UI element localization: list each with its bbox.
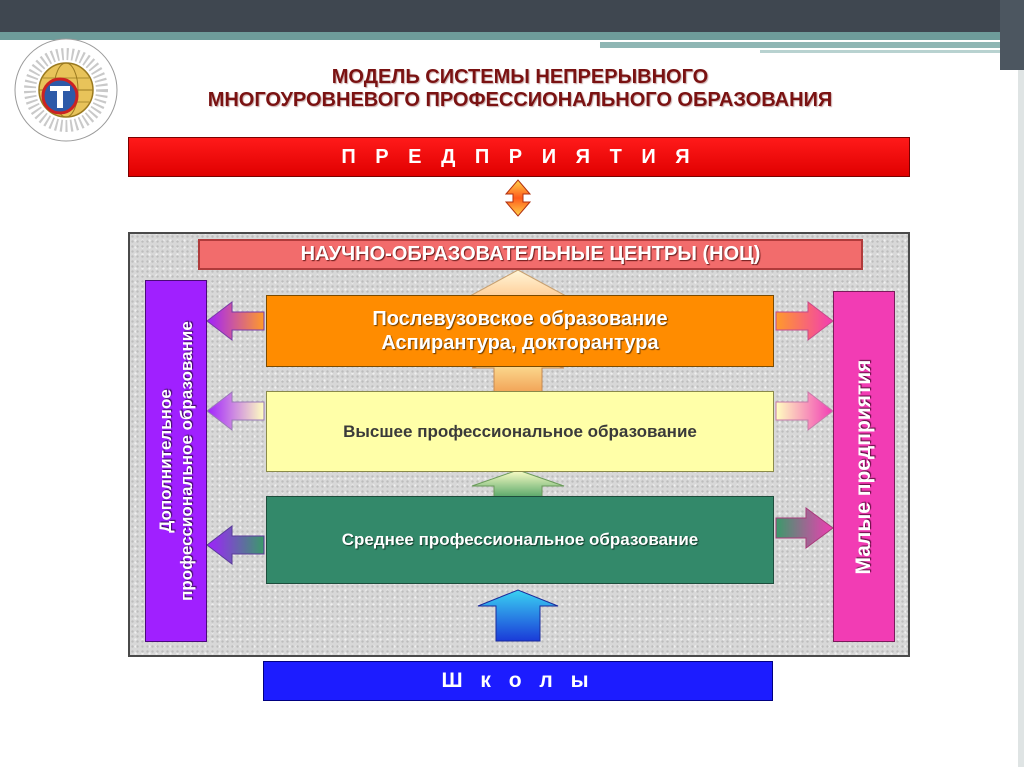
schools-block: Ш к о л ы (263, 661, 773, 701)
right-arrow-secondary (775, 507, 834, 549)
small-business-block: Малые предприятия (833, 291, 895, 642)
left-arrow-postgraduate (206, 300, 265, 342)
additional-education-line-1: Дополнительное (156, 389, 175, 533)
secondary-education-block: Среднее профессиональное образование (266, 496, 774, 584)
additional-education-block: Дополнительное профессиональное образова… (145, 280, 207, 642)
research-centers-block: НАУЧНО-ОБРАЗОВАТЕЛЬНЫЕ ЦЕНТРЫ (НОЦ) (198, 239, 863, 270)
top-decor-line (600, 42, 1024, 48)
up-arrow-from-schools (477, 589, 559, 642)
globe-logo-icon (14, 38, 118, 142)
small-business-label: Малые предприятия (852, 359, 875, 574)
postgraduate-line-1: Послевузовское образование (372, 308, 668, 330)
postgraduate-line-2: Аспирантура, докторантура (381, 332, 659, 354)
title-line-1: МОДЕЛЬ СИСТЕМЫ НЕПРЕРЫВНОГО (331, 66, 709, 88)
corner-decor (1000, 0, 1024, 70)
right-edge-decor (1018, 70, 1024, 767)
top-decor-line (760, 50, 1024, 53)
double-arrow-vertical (504, 179, 532, 217)
title-line-2: МНОГОУРОВНЕВОГО ПРОФЕССИОНАЛЬНОГО ОБРАЗО… (207, 89, 833, 111)
up-arrow-to-noc (469, 269, 567, 297)
enterprises-block: П Р Е Д П Р И Я Т И Я (128, 137, 910, 177)
right-arrow-postgraduate (775, 300, 834, 342)
left-arrow-secondary (206, 524, 265, 566)
additional-education-label: Дополнительное профессиональное образова… (155, 291, 197, 631)
right-arrow-higher (775, 390, 834, 432)
left-arrow-higher (206, 390, 265, 432)
up-arrow-to-higher (471, 469, 565, 498)
postgraduate-education-block: Послевузовское образование Аспирантура, … (266, 295, 774, 367)
top-decor-bar (0, 0, 1024, 32)
slide-title: МОДЕЛЬ СИСТЕМЫ НЕПРЕРЫВНОГО МНОГОУРОВНЕВ… (180, 66, 860, 112)
higher-education-block: Высшее профессиональное образование (266, 391, 774, 472)
top-decor-line (0, 32, 1024, 40)
additional-education-line-2: профессиональное образование (177, 321, 196, 601)
